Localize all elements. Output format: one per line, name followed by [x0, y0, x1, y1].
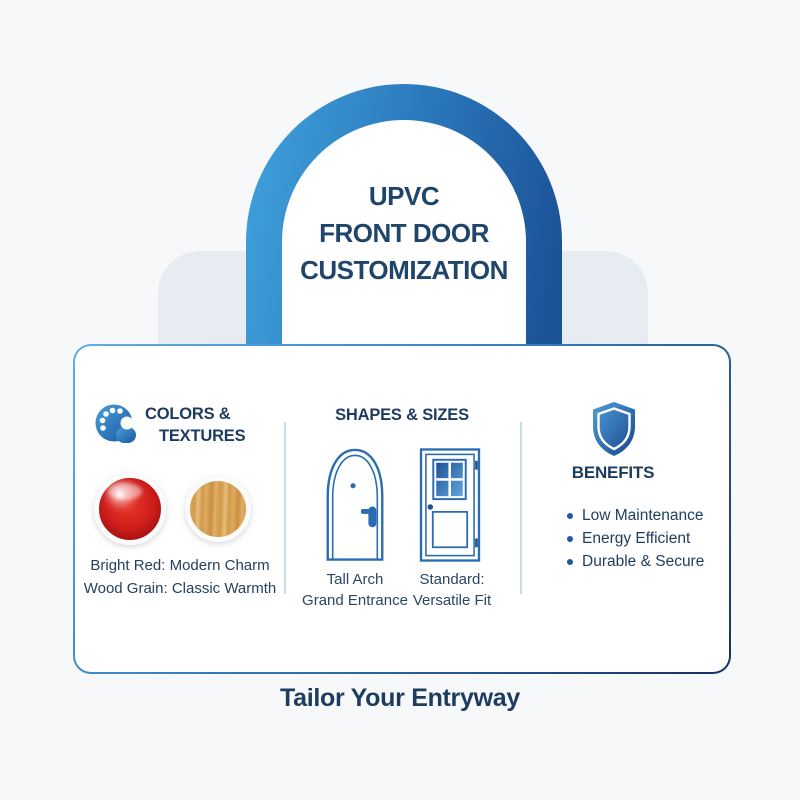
- caption-line: Bright Red: Modern Charm: [90, 557, 270, 574]
- benefit-text: Durable & Secure: [582, 553, 705, 570]
- bullet-icon: [567, 558, 573, 565]
- caption-line: Grand Entrance: [302, 592, 408, 609]
- colors-textures-heading: COLORS & TEXTURES: [145, 403, 246, 447]
- benefit-item: Durable & Secure: [567, 550, 704, 573]
- benefit-item: Low Maintenance: [567, 504, 704, 527]
- page-title-line: UPVC: [368, 181, 440, 211]
- page-title-line: CUSTOMIZATION: [300, 255, 508, 285]
- standard-door-caption: Standard: Versatile Fit: [382, 569, 522, 611]
- standard-door-icon: [419, 448, 481, 562]
- wood-grain-swatch: [185, 476, 251, 542]
- bright-red-swatch: [94, 473, 166, 545]
- page-title-line: FRONT DOOR: [319, 218, 489, 248]
- palette-icon: [95, 404, 136, 443]
- arch-door-icon: [326, 448, 384, 561]
- benefit-text: Energy Efficient: [582, 530, 691, 547]
- caption-line: Wood Grain: Classic Warmth: [83, 579, 277, 597]
- benefits-list: Low Maintenance Energy Efficient Durable…: [567, 504, 704, 573]
- benefit-text: Low Maintenance: [582, 507, 704, 524]
- benefits-heading: BENEFITS: [571, 463, 655, 482]
- heading-line: COLORS &: [145, 405, 231, 423]
- shield-icon: [593, 402, 635, 456]
- colors-textures-caption: Bright Red: Modern Charm Wood Grain: Cla…: [75, 555, 285, 600]
- content-card-body: COLORS & TEXTURES Bright Red: Modern Cha…: [75, 346, 729, 672]
- caption-line: Tall Arch: [326, 571, 384, 588]
- bullet-icon: [567, 512, 573, 519]
- door-arch-graphic: UPVC FRONT DOOR CUSTOMIZATION: [246, 84, 562, 345]
- shapes-sizes-heading: SHAPES & SIZES: [335, 406, 469, 424]
- caption-line: Standard:: [419, 571, 485, 588]
- heading-line: TEXTURES: [159, 427, 246, 445]
- page-title: UPVC FRONT DOOR CUSTOMIZATION: [246, 178, 562, 289]
- benefit-item: Energy Efficient: [567, 527, 704, 550]
- column-divider: [284, 422, 286, 594]
- door-arch-opening: [282, 120, 526, 345]
- caption-line: Versatile Fit: [412, 592, 492, 609]
- arch-door-caption: Tall Arch Grand Entrance: [285, 569, 425, 611]
- content-card: COLORS & TEXTURES Bright Red: Modern Cha…: [73, 344, 731, 674]
- footer-tagline: Tailor Your Entryway: [280, 684, 520, 712]
- bullet-icon: [567, 535, 573, 542]
- column-divider: [520, 422, 522, 594]
